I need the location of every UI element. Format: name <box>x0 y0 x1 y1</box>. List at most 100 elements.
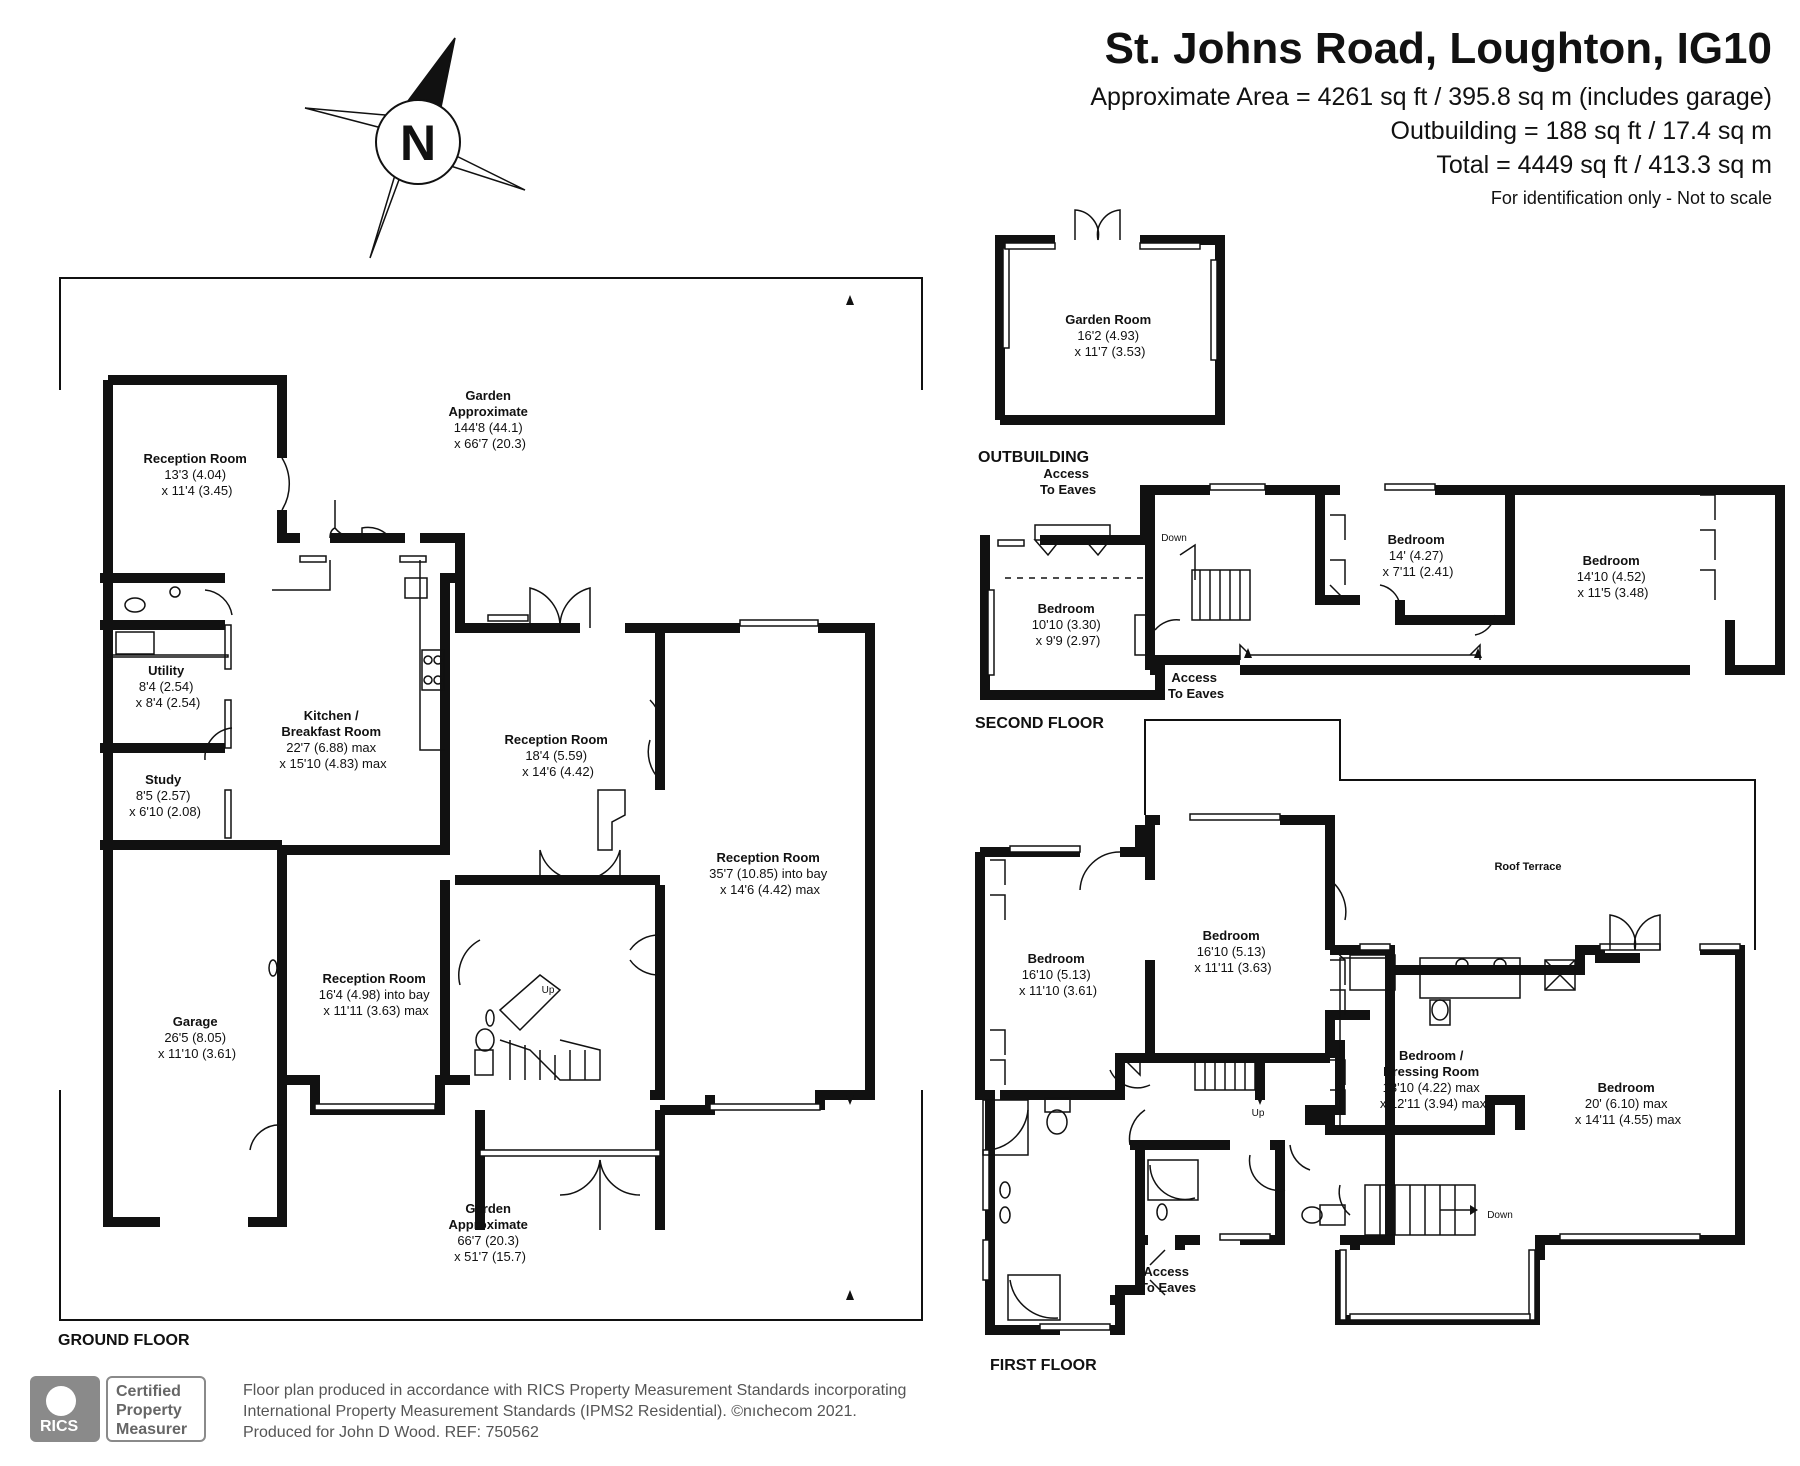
reception-4-label: Reception Room 16'4 (4.98) into bay x 11… <box>319 971 434 1018</box>
second-bed-1-dim-1: 10'10 (3.30) <box>1032 617 1101 632</box>
reception-4-name: Reception Room <box>323 971 426 986</box>
badge-line-1: Certified <box>116 1383 181 1400</box>
garden-room-dim-2: x 11'7 (3.53) <box>1075 344 1146 359</box>
up-ground: Up <box>542 985 555 996</box>
room-labels: Garden Approximate 144'8 (44.1) x 66'7 (… <box>129 312 1682 1264</box>
ground-floor-doors <box>204 457 663 1230</box>
first-bed-1-name: Bedroom <box>1028 951 1085 966</box>
kitchen-name-1: Kitchen / <box>304 708 359 723</box>
second-bed-1-label: Bedroom 10'10 (3.30) x 9'9 (2.97) <box>1032 601 1105 648</box>
garden-room-dim-1: 16'2 (4.93) <box>1077 328 1139 343</box>
second-bed-2-dim-1: 14' (4.27) <box>1389 548 1444 563</box>
reception-2-name: Reception Room <box>505 732 608 747</box>
first-bed-1-dim-2: x 11'10 (3.61) <box>1019 983 1097 998</box>
roof-terrace-outline <box>1144 719 1756 950</box>
second-floor-label: SECOND FLOOR <box>975 715 1104 732</box>
access-eaves-mid-2: To Eaves <box>1168 686 1224 701</box>
footer-line-2: International Property Measurement Stand… <box>243 1403 857 1420</box>
roof-terrace-label: Roof Terrace <box>1494 861 1561 873</box>
access-eaves-first: Access To Eaves <box>1140 1264 1196 1295</box>
access-eaves-mid-1: Access <box>1171 670 1217 685</box>
ground-garden-boundary <box>59 277 923 1321</box>
reception-2-dim-2: x 14'6 (4.42) <box>522 764 594 779</box>
area-line-outbuilding: Outbuilding = 188 sq ft / 17.4 sq m <box>1390 117 1772 145</box>
second-bed-2-name: Bedroom <box>1388 532 1445 547</box>
second-bed-1-name: Bedroom <box>1038 601 1095 616</box>
reception-3-label: Reception Room 35'7 (10.85) into bay x 1… <box>709 850 831 897</box>
utility-dim-1: 8'4 (2.54) <box>139 679 194 694</box>
first-floor-fittings <box>982 851 1661 1321</box>
down-second: Down <box>1161 533 1187 544</box>
kitchen-label: Kitchen / Breakfast Room 22'7 (6.88) max… <box>279 708 387 771</box>
second-bed-3-dim-2: x 11'5 (3.48) <box>1578 585 1649 600</box>
second-bed-2-label: Bedroom 14' (4.27) x 7'11 (2.41) <box>1383 532 1454 579</box>
reception-1-label: Reception Room 13'3 (4.04) x 11'4 (3.45) <box>144 451 251 498</box>
up-first: Up <box>1252 1108 1265 1119</box>
garden-room-label: Garden Room 16'2 (4.93) x 11'7 (3.53) <box>1065 312 1155 359</box>
second-floor-windows <box>987 483 1436 676</box>
ground-floor-label: GROUND FLOOR <box>58 1332 190 1349</box>
garden-room-name: Garden Room <box>1065 312 1151 327</box>
disclaimer: For identification only - Not to scale <box>1490 188 1772 208</box>
reception-4-dim-1: 16'4 (4.98) into bay <box>319 987 430 1002</box>
rics-logo-text: RICS <box>40 1418 79 1435</box>
area-line-total: Total = 4449 sq ft / 413.3 sq m <box>1436 151 1772 179</box>
rics-badge: RICS Certified Property Measurer <box>30 1376 206 1442</box>
utility-name: Utility <box>148 663 185 678</box>
first-dressing-name-2: Dressing Room <box>1383 1064 1479 1079</box>
first-floor-windows <box>982 813 1741 1331</box>
first-bed-main-dim-2: x 14'11 (4.55) max <box>1575 1112 1682 1127</box>
access-eaves-top-1: Access <box>1043 466 1089 481</box>
ground-floor-windows <box>224 555 821 1157</box>
reception-3-dim-1: 35'7 (10.85) into bay <box>709 866 828 881</box>
garden-bottom-sub: Approximate <box>448 1217 527 1232</box>
outbuilding-doors <box>1074 209 1121 241</box>
garage-label: Garage 26'5 (8.05) x 11'10 (3.61) <box>158 1014 236 1061</box>
property-header: St. Johns Road, Loughton, IG10 Approxima… <box>1090 24 1772 209</box>
first-floor-walls <box>975 815 1745 1335</box>
garden-top-name: Garden <box>465 388 511 403</box>
garage-name: Garage <box>173 1014 218 1029</box>
study-dim-2: x 6'10 (2.08) <box>129 804 201 819</box>
badge-line-3: Measurer <box>116 1421 188 1438</box>
outbuilding-label: OUTBUILDING <box>978 449 1089 466</box>
garden-bottom-dim-2: x 51'7 (15.7) <box>454 1249 526 1264</box>
outbuilding-windows <box>1002 242 1218 361</box>
first-dressing-label: Bedroom / Dressing Room 13'10 (4.22) max… <box>1380 1048 1487 1111</box>
first-bed-main-dim-1: 20' (6.10) max <box>1585 1096 1668 1111</box>
badge-line-2: Property <box>116 1402 182 1419</box>
first-bed-main-label: Bedroom 20' (6.10) max x 14'11 (4.55) ma… <box>1575 1080 1682 1127</box>
ground-floor-stairs <box>498 974 601 1081</box>
rics-logo: RICS <box>30 1376 100 1442</box>
access-eaves-mid: Access To Eaves <box>1168 670 1224 701</box>
garden-top-dim-2: x 66'7 (20.3) <box>454 436 526 451</box>
second-floor-walls <box>980 485 1785 700</box>
garden-top-label: Garden Approximate 144'8 (44.1) x 66'7 (… <box>448 388 531 451</box>
first-bed-2-dim-2: x 11'11 (3.63) <box>1194 960 1271 975</box>
access-eaves-top: Access To Eaves <box>1040 466 1096 497</box>
study-dim-1: 8'5 (2.57) <box>136 788 191 803</box>
footer-line-1: Floor plan produced in accordance with R… <box>243 1382 907 1399</box>
garage-dim-2: x 11'10 (3.61) <box>158 1046 236 1061</box>
first-floor-label: FIRST FLOOR <box>990 1357 1097 1374</box>
utility-dim-2: x 8'4 (2.54) <box>136 695 201 710</box>
first-floor-markers <box>1256 1095 1478 1215</box>
second-bed-2-dim-2: x 7'11 (2.41) <box>1383 564 1454 579</box>
footer-line-3: Produced for John D Wood. REF: 750562 <box>243 1424 539 1441</box>
certified-measurer-badge: Certified Property Measurer <box>106 1376 206 1442</box>
property-title: St. Johns Road, Loughton, IG10 <box>1104 24 1772 73</box>
utility-label: Utility 8'4 (2.54) x 8'4 (2.54) <box>136 663 201 710</box>
kitchen-name-2: Breakfast Room <box>281 724 381 739</box>
compass-letter: N <box>400 115 436 171</box>
first-bed-2-name: Bedroom <box>1203 928 1260 943</box>
annotations: Access To Eaves Access To Eaves Access T… <box>542 466 1513 1295</box>
access-eaves-first-1: Access <box>1143 1264 1189 1279</box>
ground-floor-markers <box>846 295 854 1300</box>
garden-bottom-label: Garden Approximate 66'7 (20.3) x 51'7 (1… <box>448 1201 531 1264</box>
reception-3-name: Reception Room <box>717 850 820 865</box>
floor-labels: GROUND FLOOR FIRST FLOOR SECOND FLOOR OU… <box>58 449 1104 1374</box>
first-dressing-dim-2: x 12'11 (3.94) max <box>1380 1096 1487 1111</box>
kitchen-dim-2: x 15'10 (4.83) max <box>279 756 387 771</box>
garden-bottom-dim-1: 66'7 (20.3) <box>457 1233 519 1248</box>
